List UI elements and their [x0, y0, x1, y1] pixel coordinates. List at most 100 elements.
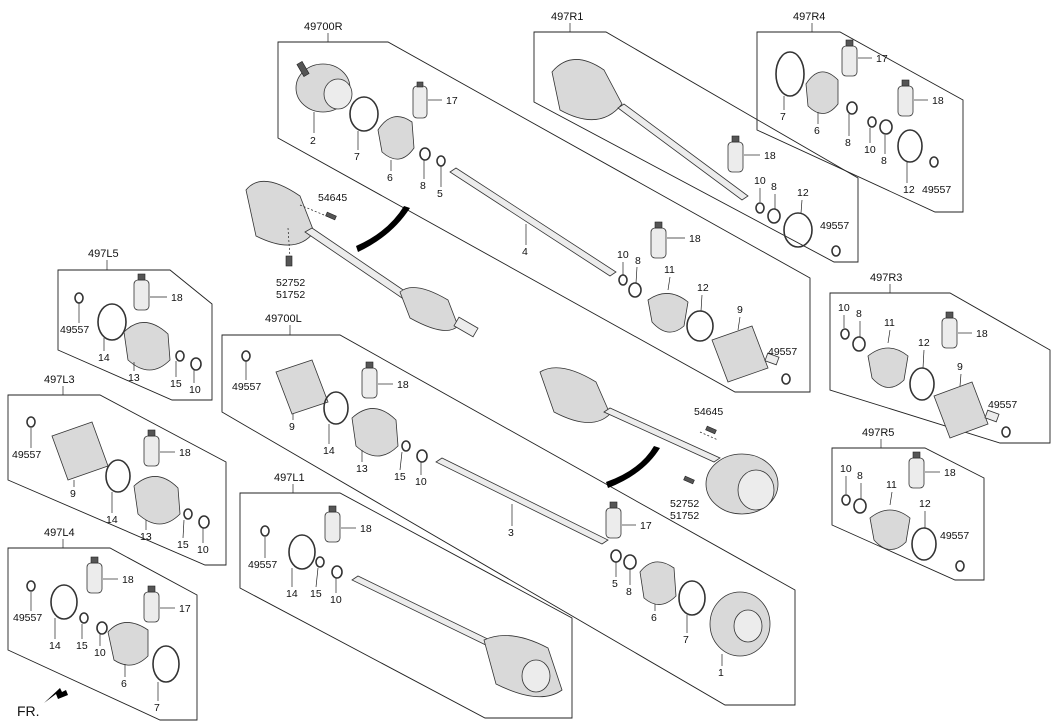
group-label-49700L: 49700L: [265, 313, 302, 325]
part-label-9: 9: [70, 488, 76, 500]
part-label-18: 18: [360, 523, 372, 535]
assembly-49700R: [245, 61, 791, 385]
part-label-54645: 54645: [694, 406, 723, 418]
part-label-8: 8: [635, 255, 641, 267]
frame-497R5: [831, 447, 985, 581]
part-label-8: 8: [626, 586, 632, 598]
boot-11-497R5: [869, 509, 911, 550]
part-label-49557: 49557: [768, 346, 797, 358]
group-label-497R1: 497R1: [551, 11, 583, 23]
front-direction-label: FR.: [17, 703, 40, 719]
part-label-12: 12: [919, 498, 931, 510]
part-label-18: 18: [689, 233, 701, 245]
boot-6-497R4: [805, 71, 839, 114]
part-label-13: 13: [128, 372, 140, 384]
part-label-49557: 49557: [60, 324, 89, 336]
part-label-51752: 51752: [276, 289, 305, 301]
black-arrow-upper: [356, 206, 410, 252]
part-label-14: 14: [98, 352, 110, 364]
part-label-17: 17: [179, 603, 191, 615]
cv-joint-497L1: [483, 635, 563, 698]
cv-joint-upper-left: [245, 180, 315, 246]
part-label-10: 10: [330, 594, 342, 606]
part-label-10: 10: [617, 249, 629, 261]
part-label-14: 14: [106, 514, 118, 526]
grease-18-497L4: [86, 562, 103, 594]
grease-17-49700L: [605, 507, 622, 539]
boot-13-49700L: [351, 408, 399, 457]
boot-11-497R3: [867, 347, 909, 388]
part-label-52752: 52752: [670, 498, 699, 510]
part-label-5: 5: [437, 188, 443, 200]
part-label-8: 8: [771, 181, 777, 193]
part-label-10: 10: [864, 144, 876, 156]
part-label-49557: 49557: [248, 559, 277, 571]
part-label-11: 11: [664, 264, 675, 276]
boot-6-497L4: [107, 622, 149, 666]
frame-497R3: [829, 292, 1051, 444]
outer-joint-9-49700R: [711, 325, 769, 383]
part-label-17: 17: [876, 53, 888, 65]
part-label-9: 9: [737, 304, 743, 316]
grease-18-497L3: [143, 435, 160, 467]
part-label-15: 15: [170, 378, 182, 390]
part-label-13: 13: [356, 463, 368, 475]
part-label-18: 18: [122, 574, 134, 586]
part-label-7: 7: [683, 634, 689, 646]
part-label-12: 12: [697, 282, 709, 294]
part-label-12: 12: [918, 337, 930, 349]
group-label-497L3: 497L3: [44, 374, 75, 386]
part-label-12: 12: [903, 184, 915, 196]
grease-17-upper: [412, 85, 428, 119]
part-label-6: 6: [387, 172, 393, 184]
assembly-497L1: [260, 505, 563, 698]
part-label-18: 18: [179, 447, 191, 459]
part-label-49557: 49557: [12, 449, 41, 461]
part-label-18: 18: [764, 150, 776, 162]
part-label-11: 11: [884, 317, 895, 329]
assembly-497R1: [551, 59, 841, 257]
shaft-3: [435, 457, 609, 545]
grease-18-49700R: [650, 227, 667, 259]
part-label-49557: 49557: [232, 381, 261, 393]
grease-18-497R1: [727, 141, 744, 173]
part-label-8: 8: [420, 180, 426, 192]
part-label-10: 10: [189, 384, 201, 396]
part-label-9: 9: [957, 361, 963, 373]
part-label-14: 14: [49, 640, 61, 652]
part-label-17: 17: [640, 520, 652, 532]
part-label-11: 11: [886, 479, 897, 491]
boot-6-49700L: [639, 561, 677, 605]
part-label-12: 12: [797, 187, 809, 199]
part-label-2: 2: [310, 135, 316, 147]
boot-13-497L5: [123, 322, 171, 371]
group-label-497R5: 497R5: [862, 427, 894, 439]
grease-18-497R5: [908, 457, 925, 489]
front-direction-arrow-icon: [44, 688, 68, 703]
group-label-497L1: 497L1: [274, 472, 305, 484]
part-label-9: 9: [289, 421, 295, 433]
part-label-10: 10: [415, 476, 427, 488]
frame-497R1: [533, 31, 859, 263]
frame-497L3: [7, 394, 227, 566]
part-label-49557: 49557: [820, 220, 849, 232]
assembly-497R5: [841, 451, 965, 572]
outer-joint-9-497L3: [51, 421, 109, 481]
part-label-15: 15: [177, 539, 189, 551]
boot-13-497L3: [133, 476, 181, 525]
part-label-14: 14: [286, 588, 298, 600]
part-label-8: 8: [881, 155, 887, 167]
part-label-10: 10: [840, 463, 852, 475]
part-label-13: 13: [140, 531, 152, 543]
group-label-497R3: 497R3: [870, 272, 902, 284]
frame-497L1: [239, 492, 573, 719]
boot-11-49700R: [647, 293, 689, 333]
frame-49700L: [221, 334, 796, 706]
part-label-10: 10: [838, 302, 850, 314]
part-label-18: 18: [976, 328, 988, 340]
part-label-5: 5: [612, 578, 618, 590]
part-label-18: 18: [944, 467, 956, 479]
part-label-1: 1: [718, 667, 724, 679]
part-label-7: 7: [154, 702, 160, 714]
